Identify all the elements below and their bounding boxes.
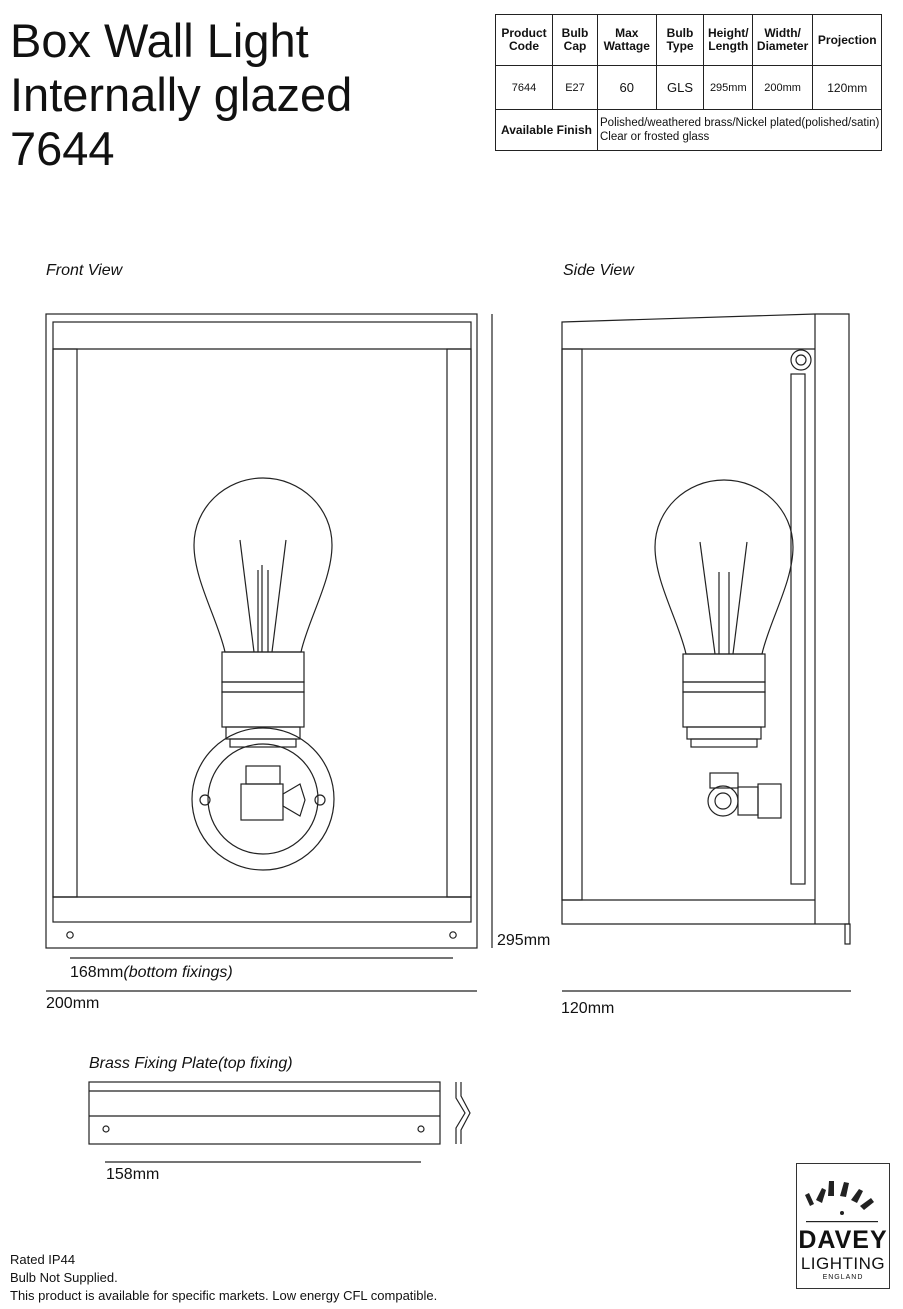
finish-label: Available Finish [495, 109, 598, 151]
header-width-diameter: Width/Diameter [752, 14, 814, 66]
value-bulb-cap: E27 [552, 65, 598, 110]
front-outer-frame [45, 313, 478, 949]
spec-value-row: 7644 E27 60 GLS 295mm 200mm 120mm [495, 65, 883, 110]
finish-options: Polished/weathered brass/Nickel plated(p… [596, 109, 883, 151]
front-view-label: Front View [46, 262, 123, 279]
value-height: 295mm [703, 65, 754, 110]
front-bulb-glass [193, 477, 333, 653]
footer-note-ip: Rated IP44 [10, 1252, 76, 1267]
fixing-plate-drawing [88, 1081, 471, 1163]
davey-lighting-logo: DAVEY LIGHTING ENGLAND [796, 1163, 890, 1289]
plate-width-dimension: 158mm [106, 1166, 160, 1183]
plate-label: Brass Fixing Plate(top fixing) [89, 1055, 293, 1072]
header-projection: Projection [812, 14, 883, 66]
front-fixing-hole-right [449, 931, 457, 939]
header-height-length: Height/Length [703, 14, 754, 66]
width-dimension: 200mm [46, 995, 100, 1012]
front-view-drawing [45, 313, 493, 949]
value-product-code: 7644 [495, 65, 553, 110]
value-max-wattage: 60 [597, 65, 657, 110]
footer-note-bulb: Bulb Not Supplied. [10, 1270, 118, 1285]
bottom-fixings-dimension: 168mm(bottom fixings) [70, 964, 233, 981]
logo-country: ENGLAND [822, 1274, 864, 1281]
front-fixing-hole-left [66, 931, 74, 939]
front-lampholder [221, 651, 305, 683]
title-line-3: 7644 [10, 122, 115, 175]
value-bulb-type: GLS [655, 65, 705, 110]
spec-finish-row: Available Finish Polished/weathered bras… [495, 109, 883, 151]
height-dimension: 295mm [497, 932, 551, 949]
projection-dimension: 120mm [561, 1000, 615, 1017]
side-view-drawing [561, 313, 851, 945]
title-line-1: Box Wall Light [10, 14, 309, 67]
title-line-2: Internally glazed [10, 68, 353, 121]
product-title: Box Wall Light Internally glazed 7644 [10, 14, 352, 176]
logo-brand: DAVEY [798, 1226, 888, 1254]
footer-note-markets: This product is available for specific m… [10, 1288, 438, 1303]
logo-sub: LIGHTING [800, 1254, 886, 1273]
side-bulb-glass [654, 479, 794, 655]
side-view-label: Side View [563, 262, 634, 279]
logo-fan-icon [805, 1181, 878, 1223]
front-backplate [191, 727, 335, 871]
